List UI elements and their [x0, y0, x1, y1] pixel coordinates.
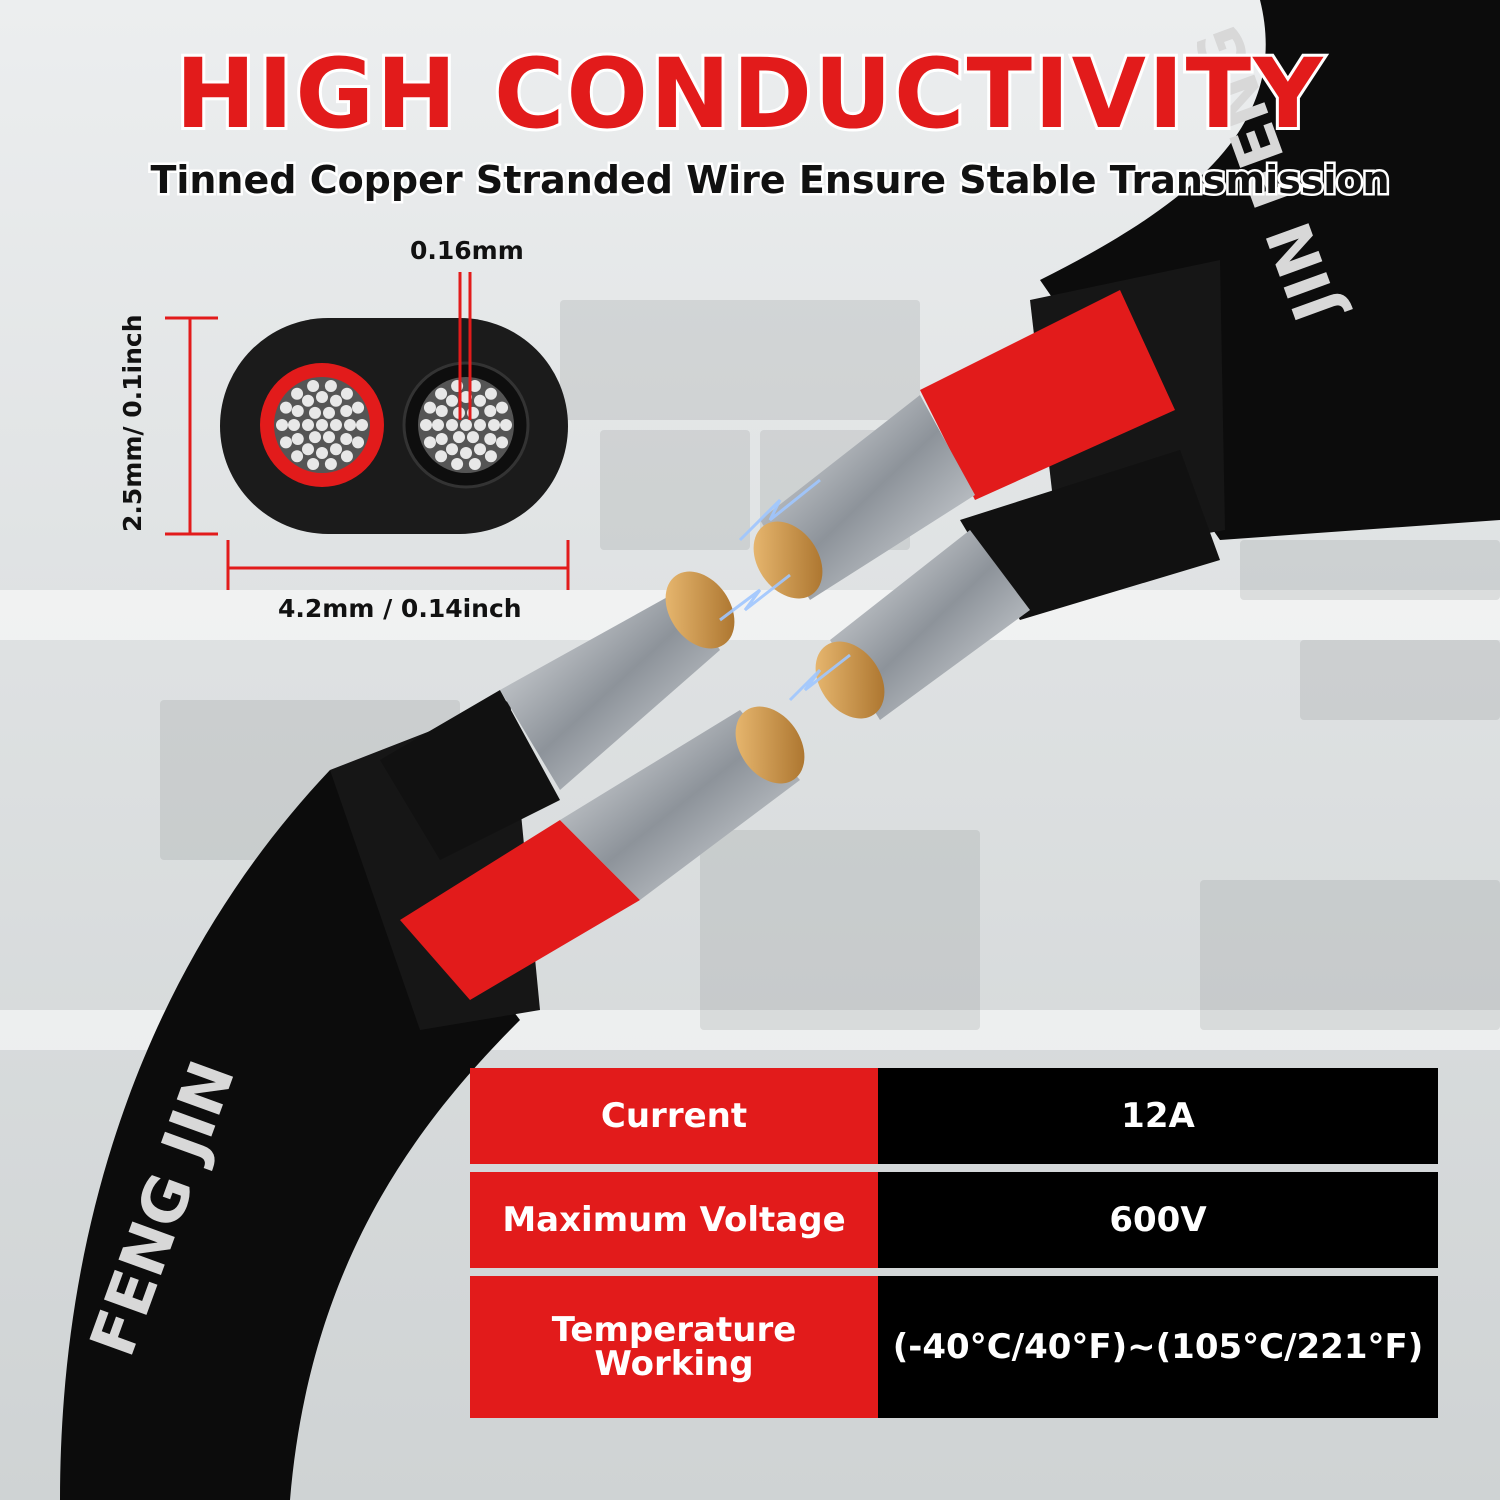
strand-dot [291, 387, 304, 400]
strand-dot [420, 419, 432, 431]
strand-dot [291, 433, 304, 445]
conductor-black-lower [380, 571, 735, 860]
strand-dot [500, 419, 512, 431]
spec-row-current: Current 12A [470, 1068, 1438, 1164]
strand-dot [446, 419, 458, 431]
strand-dot [330, 419, 342, 431]
strand-dot [446, 443, 458, 456]
strand-dot [316, 391, 328, 403]
strand-dot [474, 419, 486, 431]
strand-dot [484, 405, 497, 417]
strand-dot [352, 436, 365, 449]
strand-dot [309, 431, 321, 444]
strand-dot [474, 394, 486, 407]
page-title: HIGH CONDUCTIVITY [172, 35, 1325, 153]
strand-dot [352, 401, 365, 414]
strand-dot [460, 447, 472, 459]
strand-dot [330, 443, 342, 456]
strand-dot [330, 394, 342, 407]
strand-dot [435, 450, 448, 463]
strand-dot [324, 457, 337, 470]
strand-diameter-label: 0.16mm [410, 236, 524, 265]
strand-dot [423, 401, 436, 414]
strand-dot [323, 431, 335, 444]
spec-value: (-40°C/40°F)~(105°C/221°F) [878, 1276, 1438, 1418]
strand-dot [488, 419, 500, 431]
strand-dot [468, 457, 481, 470]
strand-dot [302, 443, 314, 456]
strand-pattern [276, 380, 512, 470]
strand-dot [340, 387, 353, 400]
conductor-red-upper [753, 290, 1175, 600]
strand-dot [288, 419, 300, 431]
strand-dot [435, 405, 448, 417]
strand-dot [423, 436, 436, 449]
strand-dot [316, 419, 328, 431]
strand-dot [323, 406, 335, 419]
strand-dot [279, 436, 292, 449]
spec-value: 12A [878, 1068, 1438, 1164]
height-dimension-label: 2.5mm/ 0.1inch [118, 314, 147, 533]
strand-dot [496, 436, 509, 449]
strand-dot [435, 433, 448, 445]
spec-value: 600V [878, 1172, 1438, 1268]
strand-dot [340, 433, 353, 445]
spec-label: Current [470, 1068, 878, 1164]
strand-dot [309, 406, 321, 419]
strand-dot [468, 380, 481, 393]
strand-dot [302, 419, 314, 431]
strand-dot [291, 450, 304, 463]
strand-dot [451, 457, 464, 470]
strand-dot [474, 443, 486, 456]
conductor-black-upper [815, 450, 1220, 720]
strand-dot [340, 405, 353, 417]
conductor-red-lower [400, 706, 805, 1000]
dimension-lines [165, 272, 570, 590]
spec-label: Temperature Working [470, 1276, 878, 1418]
strand-dot [279, 401, 292, 414]
cross-section-diagram [220, 318, 568, 534]
strand-dot [496, 401, 509, 414]
strand-dot [467, 431, 479, 444]
strand-dot [484, 433, 497, 445]
strand-dot [291, 405, 304, 417]
spec-row-voltage: Maximum Voltage 600V [470, 1172, 1438, 1268]
strand-dot [340, 450, 353, 463]
spec-row-temperature: Temperature Working (-40°C/40°F)~(105°C/… [470, 1276, 1438, 1418]
electric-spark [719, 478, 851, 702]
strand-dot [302, 394, 314, 407]
strand-dot [484, 450, 497, 463]
strand-dot [307, 457, 320, 470]
strand-dot [307, 380, 320, 393]
strand-dot [276, 419, 288, 431]
strand-dot [460, 419, 472, 431]
strand-dot [453, 431, 465, 444]
strand-dot [344, 419, 356, 431]
strand-dot [324, 380, 337, 393]
strand-dot [316, 447, 328, 459]
width-dimension-label: 4.2mm / 0.14inch [278, 594, 522, 623]
page-subtitle: Tinned Copper Stranded Wire Ensure Stabl… [148, 156, 1392, 205]
strand-dot [356, 419, 368, 431]
strand-dot [446, 394, 458, 407]
spec-table: Current 12A Maximum Voltage 600V Tempera… [470, 1068, 1438, 1418]
strand-dot [432, 419, 444, 431]
strand-dot [484, 387, 497, 400]
strand-dot [435, 387, 448, 400]
spec-label: Maximum Voltage [470, 1172, 878, 1268]
